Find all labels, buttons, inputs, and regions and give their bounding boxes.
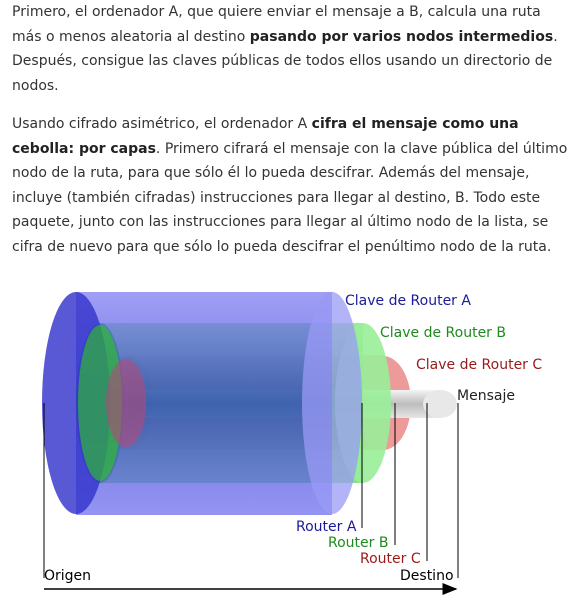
article-text: Primero, el ordenador A, que quiere envi… [12, 0, 568, 259]
paragraph-route-text-1: Primero, el ordenador A, que quiere envi… [12, 4, 541, 45]
paragraph-onion-text-2: . Primero cifrará el mensaje con la clav… [12, 140, 568, 255]
paragraph-route-bold: pasando por varios nodos intermedios [249, 28, 554, 45]
paragraph-onion-bold: cifra el mensaje como una cebolla: por c… [12, 116, 519, 157]
router-label-c: Router C [360, 551, 421, 567]
onion-routing-diagram: Clave de Router A Clave de Router B Clav… [42, 292, 542, 595]
destination-label: Destino [400, 568, 454, 584]
paragraph-onion: Usando cifrado asimétrico, el ordenador … [12, 112, 568, 259]
message-front-cap [423, 390, 457, 418]
layer-c-back-cap-visible [106, 359, 146, 447]
paragraph-route: Primero, el ordenador A, que quiere envi… [12, 0, 568, 98]
key-label-router-b: Clave de Router B [380, 325, 506, 341]
layer-router-a [42, 292, 362, 515]
layer-a-front-cap [302, 292, 362, 514]
key-label-router-c: Clave de Router C [416, 357, 542, 373]
paragraph-onion-text-1: Usando cifrado asimétrico, el ordenador … [12, 116, 312, 132]
origin-label: Origen [44, 568, 91, 584]
layer-b-back-cap-visible [78, 325, 122, 481]
message-label: Mensaje [457, 388, 515, 404]
paragraph-route-text-2: . Después, consigue las claves públicas … [12, 28, 558, 94]
guide-lines [43, 403, 459, 578]
key-label-router-a: Clave de Router A [345, 293, 471, 309]
router-label-b: Router B [328, 535, 388, 551]
router-label-a: Router A [296, 519, 357, 535]
